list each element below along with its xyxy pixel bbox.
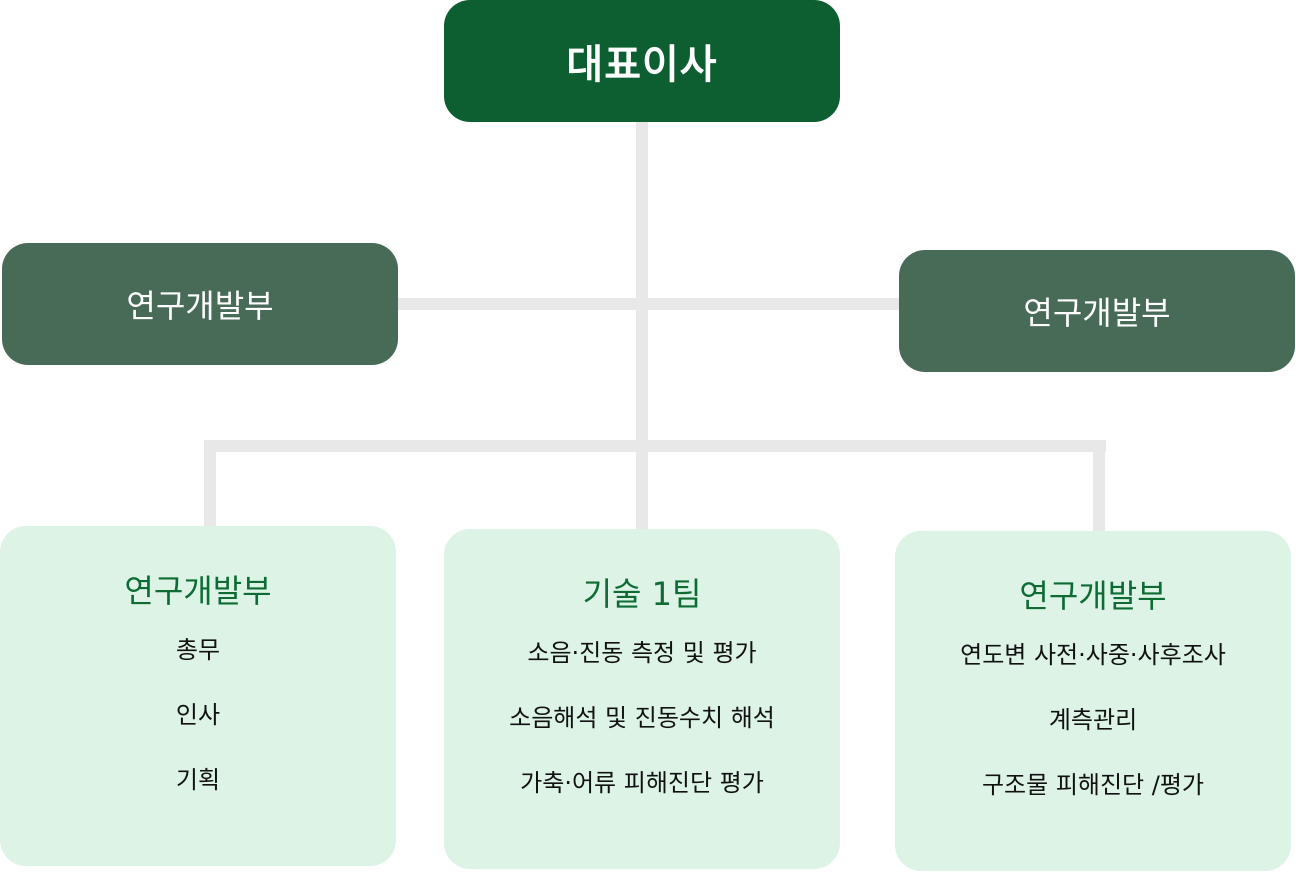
team-title: 연구개발부: [124, 572, 272, 610]
team-item: 가축·어류 피해진단 평가: [520, 769, 764, 797]
connector-left-drop: [204, 440, 216, 530]
ceo-box: 대표이사: [444, 0, 840, 122]
connector-right-drop: [1093, 440, 1105, 534]
team-item: 계측관리: [1048, 706, 1138, 734]
team-item: 연도변 사전·사중·사후조사: [960, 641, 1226, 669]
team-title: 기술 1팀: [582, 575, 702, 613]
team-item: 소음해석 및 진동수치 해석: [509, 704, 775, 732]
team-box-left: 연구개발부 총무 인사 기획: [0, 526, 396, 866]
middle-box-left: 연구개발부: [2, 243, 398, 365]
team-item: 총무: [175, 636, 221, 664]
connector-middle-horizontal: [395, 298, 901, 310]
team-item: 기획: [175, 766, 221, 794]
middle-label: 연구개발부: [1023, 294, 1171, 332]
connector-trunk: [636, 120, 648, 532]
middle-label: 연구개발부: [126, 287, 274, 325]
middle-box-right: 연구개발부: [899, 250, 1295, 372]
team-item: 구조물 피해진단 /평가: [981, 771, 1205, 799]
team-item: 소음·진동 측정 및 평가: [527, 639, 757, 667]
ceo-label: 대표이사: [566, 42, 718, 88]
team-title: 연구개발부: [1019, 577, 1167, 615]
team-item: 인사: [175, 701, 221, 729]
team-box-right: 연구개발부 연도변 사전·사중·사후조사 계측관리 구조물 피해진단 /평가: [895, 531, 1291, 871]
team-box-center: 기술 1팀 소음·진동 측정 및 평가 소음해석 및 진동수치 해석 가축·어류…: [444, 529, 840, 869]
connector-bottom-horizontal: [204, 440, 1106, 452]
